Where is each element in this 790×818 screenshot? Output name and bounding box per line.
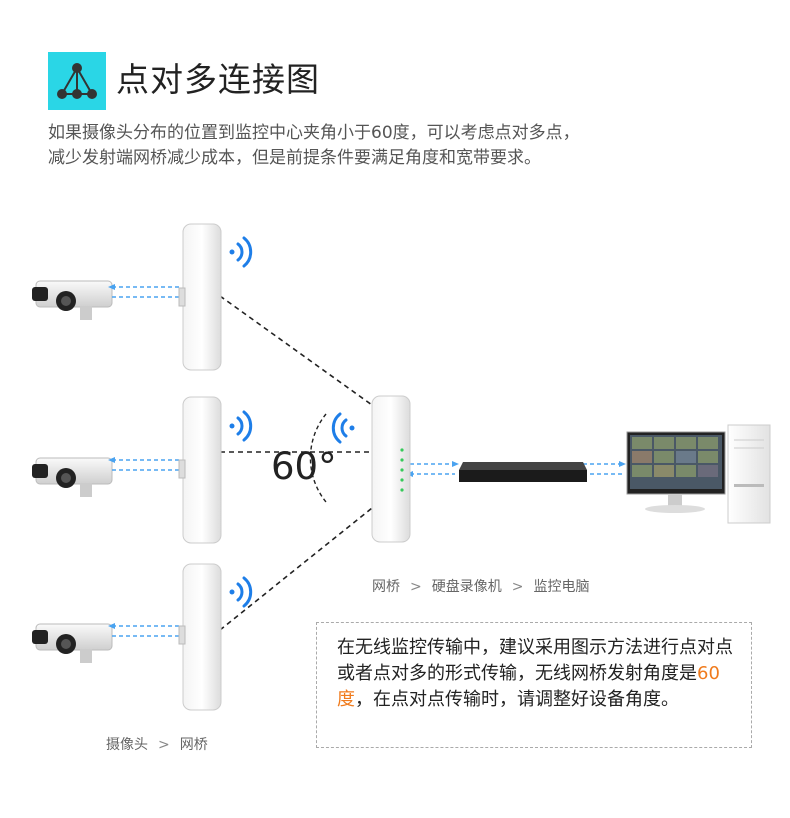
caption-separator: >	[511, 579, 524, 595]
monitor-pc	[626, 424, 771, 524]
caption-pc: 监控电脑	[533, 579, 590, 595]
bridge-1	[178, 223, 222, 371]
camera-link-arrows	[112, 286, 622, 637]
left-caption: 摄像头 > 网桥	[106, 734, 208, 754]
wifi-icon	[229, 410, 253, 442]
camera-1	[32, 280, 113, 320]
camera-3	[32, 623, 113, 663]
nvr-recorder	[459, 462, 587, 482]
caption-bridge: 网桥	[372, 579, 400, 595]
page-title: 点对多连接图	[116, 60, 320, 99]
camera-2	[32, 457, 113, 497]
note-text-part1: 在无线监控传输中，建议采用图示方法进行点对点或者点对多的形式传输，无线网桥发射角…	[337, 637, 733, 684]
wifi-icon	[229, 236, 253, 268]
caption-separator: >	[158, 737, 170, 753]
caption-bridge: 网桥	[179, 737, 208, 753]
description-line-2: 减少发射端网桥减少成本，但是前提条件要满足角度和宽带要求。	[48, 148, 541, 168]
bridge-center	[371, 395, 411, 543]
network-topology-icon	[48, 52, 106, 110]
wifi-icon	[331, 412, 355, 444]
note-highlight: 60度	[337, 663, 720, 710]
bridge-2	[178, 396, 222, 544]
bridge-3	[178, 563, 222, 711]
note-box: 在无线监控传输中，建议采用图示方法进行点对点或者点对多的形式传输，无线网桥发射角…	[316, 622, 752, 748]
description-line-1: 如果摄像头分布的位置到监控中心夹角小于60度，可以考虑点对多点，	[48, 123, 580, 143]
right-caption: 网桥 > 硬盘录像机 > 监控电脑	[372, 576, 589, 596]
link-lines	[219, 295, 373, 631]
angle-label: 60°	[271, 445, 337, 488]
note-text-part2: ，在点对点传输时，请调整好设备角度。	[355, 689, 679, 710]
caption-separator: >	[410, 579, 422, 595]
note-text: 在无线监控传输中，建议采用图示方法进行点对点或者点对多的形式传输，无线网桥发射角…	[337, 635, 737, 713]
caption-recorder: 硬盘录像机	[431, 579, 502, 595]
wifi-icon	[229, 576, 253, 608]
description: 如果摄像头分布的位置到监控中心夹角小于60度，可以考虑点对多点， 减少发射端网桥…	[48, 121, 580, 171]
caption-camera: 摄像头	[106, 737, 148, 753]
